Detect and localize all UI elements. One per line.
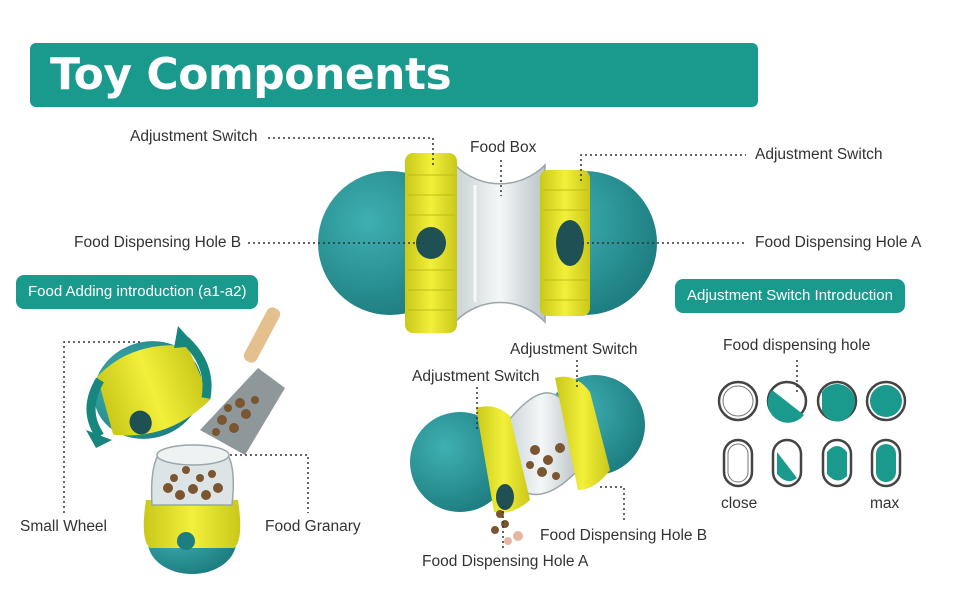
label-adjustment-switch-lower-2: Adjustment Switch <box>412 368 540 385</box>
top-toy-illustration <box>318 153 657 333</box>
food-adding-heading: Food Adding introduction (a1-a2) <box>16 275 259 309</box>
label-food-dispensing-hole: Food dispensing hole <box>723 337 871 354</box>
label-small-wheel: Small Wheel <box>20 518 107 535</box>
label-adjustment-switch-top-right: Adjustment Switch <box>755 146 883 163</box>
label-food-dispensing-hole-b-lower: Food Dispensing Hole B <box>540 527 708 544</box>
label-adjustment-switch-lower-1: Adjustment Switch <box>510 341 638 358</box>
food-adding-leaders <box>63 341 309 513</box>
label-close: close <box>721 495 758 512</box>
label-max: max <box>870 495 900 512</box>
label-food-dispensing-hole-b-top: Food Dispensing Hole B <box>74 234 242 251</box>
label-adjustment-switch-top-left: Adjustment Switch <box>130 128 258 145</box>
switch-intro-heading: Adjustment Switch Introduction <box>675 279 905 313</box>
label-food-dispensing-hole-a-lower: Food Dispensing Hole A <box>422 553 589 570</box>
top-toy-leaders <box>248 137 746 244</box>
label-food-box: Food Box <box>470 139 537 156</box>
lower-toy-leaders <box>476 360 625 548</box>
switch-state-icons <box>717 380 907 488</box>
label-food-dispensing-hole-a-top: Food Dispensing Hole A <box>755 234 922 251</box>
lower-toy-illustration <box>410 375 645 545</box>
food-adding-illustration <box>86 307 285 574</box>
label-food-granary: Food Granary <box>265 518 361 535</box>
page-title: Toy Components Introduction: <box>30 43 758 164</box>
